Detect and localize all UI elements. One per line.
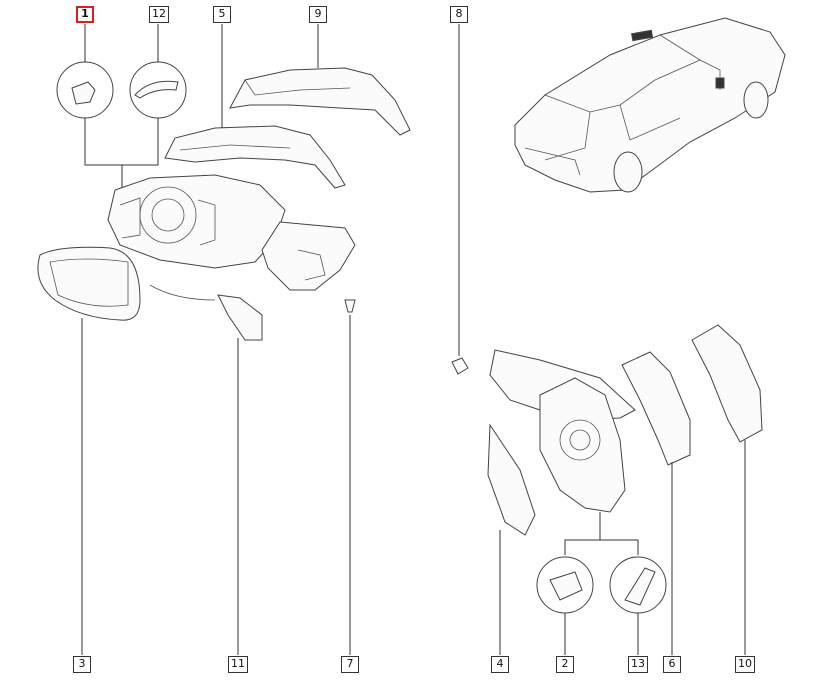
callout-4[interactable]: 4	[491, 656, 509, 673]
vehicle-illustration	[514, 17, 786, 193]
turn-signal-housing	[261, 221, 356, 655]
mirror-cover-10	[691, 324, 763, 655]
wiring-harness-11	[149, 284, 263, 655]
mirror-glass-3	[37, 246, 141, 655]
leader-1-12-bracket	[84, 118, 159, 190]
mirror-housing-left	[107, 174, 286, 269]
detail-circle-1	[56, 24, 114, 119]
callout-5[interactable]: 5	[213, 6, 231, 23]
detail-circle-2	[536, 556, 594, 655]
callout-9[interactable]: 9	[309, 6, 327, 23]
callout-12[interactable]: 12	[149, 6, 169, 23]
callout-1[interactable]: 1	[76, 6, 94, 23]
callout-13[interactable]: 13	[628, 656, 648, 673]
callout-3[interactable]: 3	[73, 656, 91, 673]
mirror-housing-right	[539, 377, 639, 555]
callout-2[interactable]: 2	[556, 656, 574, 673]
bolt-8	[451, 24, 469, 375]
callout-6[interactable]: 6	[663, 656, 681, 673]
callout-7[interactable]: 7	[341, 656, 359, 673]
detail-circle-13	[609, 556, 667, 655]
callout-11[interactable]: 11	[228, 656, 248, 673]
detail-circle-12	[129, 24, 187, 119]
mirror-cover-6	[621, 351, 691, 655]
mirror-cover-5	[164, 24, 346, 189]
callout-8[interactable]: 8	[450, 6, 468, 23]
mirror-cover-9	[229, 24, 411, 136]
callout-10[interactable]: 10	[735, 656, 755, 673]
mirror-glass-4	[487, 423, 536, 655]
